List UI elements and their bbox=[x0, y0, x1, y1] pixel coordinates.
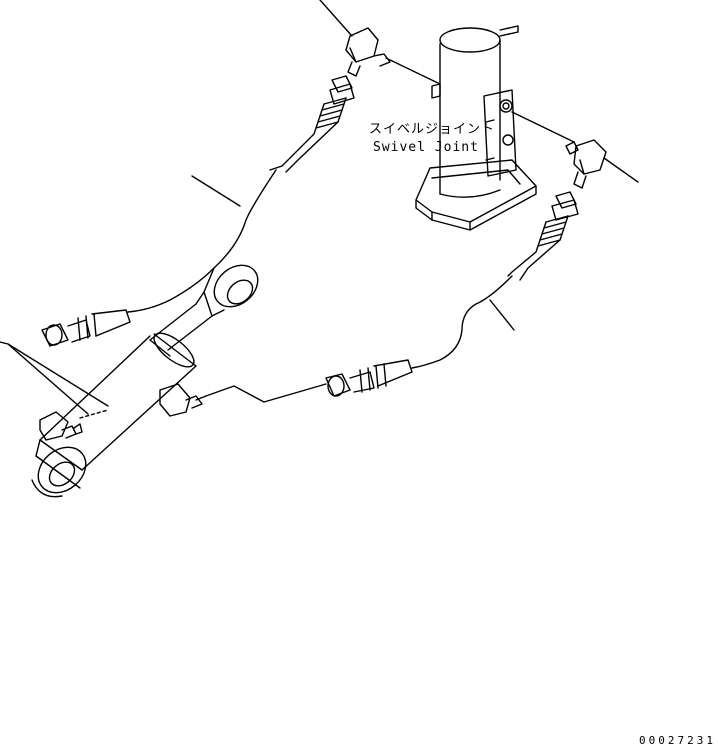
hose-upper-left bbox=[128, 76, 354, 312]
drawing-number: 00027231 bbox=[639, 734, 716, 747]
hose-fitting-lower-left bbox=[42, 310, 130, 346]
leader-lines bbox=[0, 342, 108, 418]
swivel-joint-label-japanese: スイベルジョイント bbox=[369, 122, 496, 137]
hydraulic-cylinder bbox=[29, 257, 266, 502]
elbow-fitting-right bbox=[512, 112, 638, 188]
swivel-joint-label-english: Swivel Joint bbox=[373, 140, 479, 155]
hose-fitting-lower-right bbox=[206, 360, 412, 402]
swivel-joint bbox=[416, 26, 536, 230]
hose-right bbox=[412, 192, 578, 368]
elbow-fitting-upper-left bbox=[320, 0, 440, 84]
